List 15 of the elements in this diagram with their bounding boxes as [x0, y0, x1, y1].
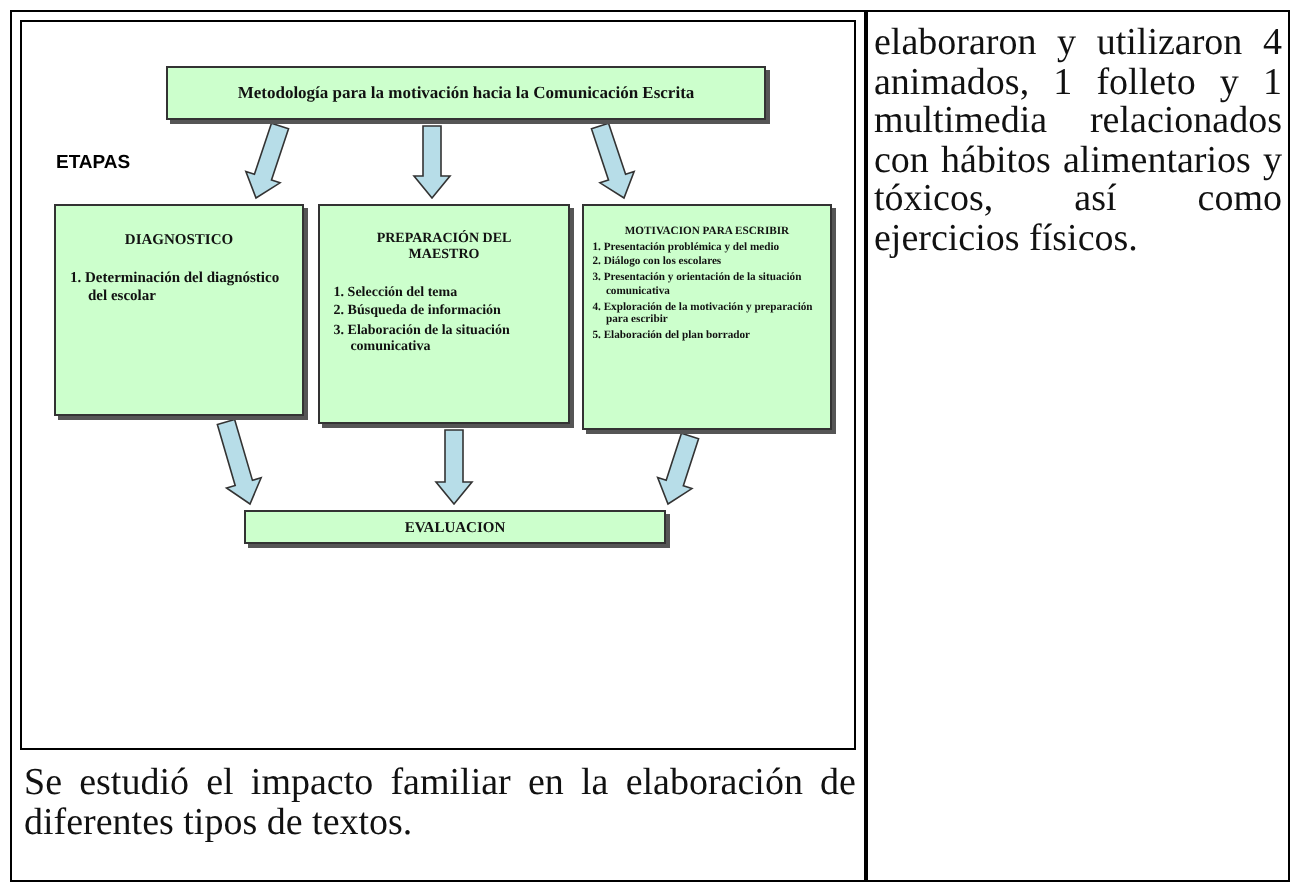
paragraph: elaboraron y utilizaron 4 animados, 1 folleto y 1 multimedia relacionados con hábitos alimentarios y tóxicos, así como ejercicios físicos. — [874, 24, 1282, 258]
block-arrow — [216, 418, 263, 506]
block-arrow — [244, 122, 290, 200]
block-arrow — [412, 125, 452, 200]
block-arrow — [434, 429, 474, 506]
block-arrow — [590, 122, 636, 200]
stage-box — [54, 204, 304, 416]
title-box — [166, 66, 766, 120]
stage-label: ETAPAS — [56, 152, 133, 174]
stage-box — [244, 510, 666, 544]
stage-box — [582, 204, 832, 430]
stage-box — [318, 204, 570, 424]
paragraph: Se estudió el impacto familiar en la elaboración de diferentes tipos de textos. — [24, 764, 856, 842]
stage-heading: Metodología para la motivación hacia la Comunicación Escrita — [235, 80, 697, 106]
block-arrow — [656, 432, 700, 506]
